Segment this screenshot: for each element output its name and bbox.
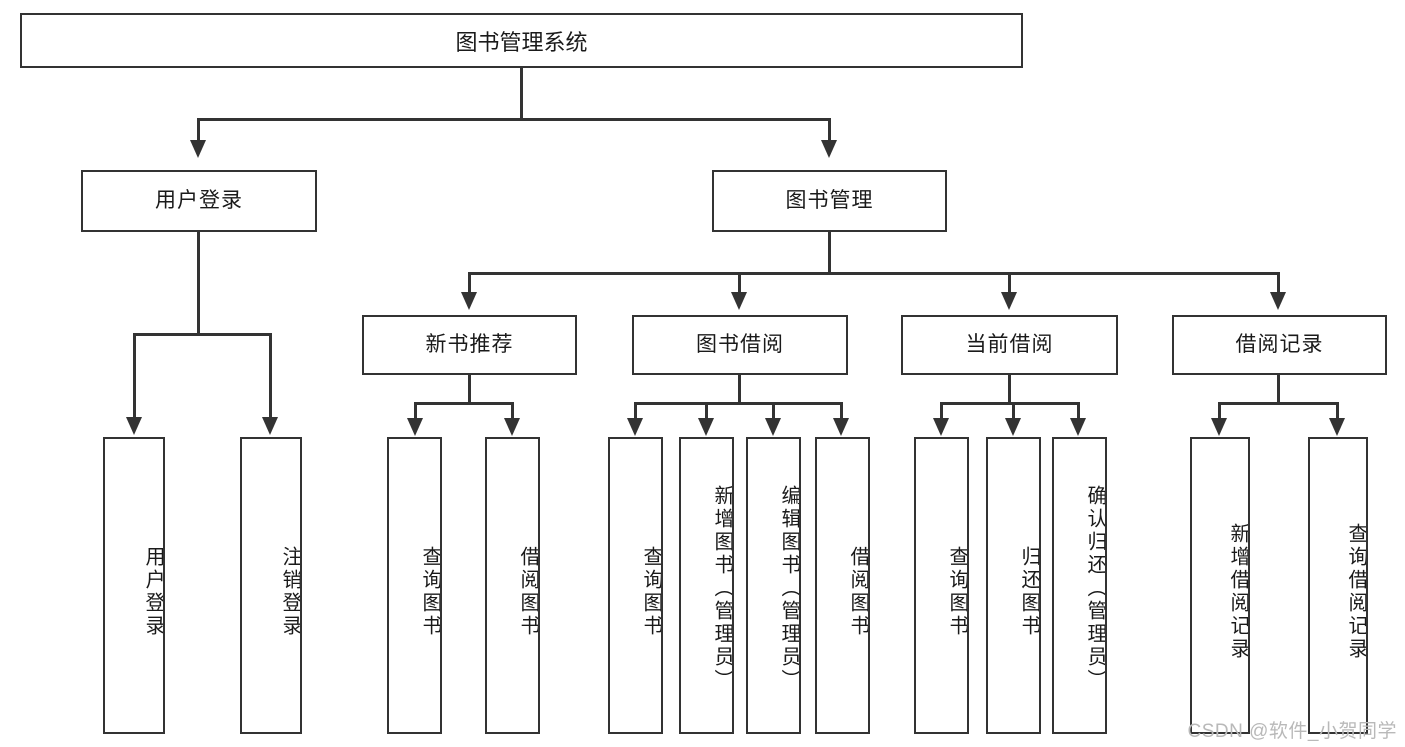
connector-br-stem xyxy=(1277,375,1280,404)
connector-root-bus xyxy=(197,118,831,121)
connector-book-management-stem xyxy=(828,232,831,274)
connector-bb-leaf3 xyxy=(772,402,775,420)
connector-nbr-stem xyxy=(468,375,471,404)
node-label: 查询借阅记录 xyxy=(1345,522,1367,661)
leaf-logout[interactable]: 注销登录 xyxy=(240,437,302,734)
arrow-user-login-leaf1 xyxy=(126,417,142,435)
leaf-query-book-bb[interactable]: 查询图书 xyxy=(608,437,663,734)
leaf-query-book-nbr[interactable]: 查询图书 xyxy=(387,437,442,734)
connector-cb-leaf1 xyxy=(940,402,943,420)
connector-root-to-book-management xyxy=(828,118,831,142)
node-new-book-recommendation[interactable]: 新书推荐 xyxy=(362,315,577,375)
node-label: 归还图书 xyxy=(1018,545,1040,638)
node-label: 借阅记录 xyxy=(1235,333,1324,357)
connector-root-to-user-login xyxy=(197,118,200,142)
arrow-cb-leaf2 xyxy=(1005,418,1021,436)
node-label: 新增图书（管理员） xyxy=(711,485,733,692)
connector-book-management-bus xyxy=(468,272,1279,275)
connector-cb-leaf3 xyxy=(1077,402,1080,420)
connector-bb-leaf1 xyxy=(634,402,637,420)
node-label: 图书借阅 xyxy=(696,333,784,357)
leaf-borrow-book-bb[interactable]: 借阅图书 xyxy=(815,437,870,734)
arrow-bb-leaf1 xyxy=(627,418,643,436)
node-borrow-record[interactable]: 借阅记录 xyxy=(1172,315,1387,375)
leaf-query-book-cb[interactable]: 查询图书 xyxy=(914,437,969,734)
connector-cb-bus xyxy=(940,402,1080,405)
connector-cb-stem xyxy=(1008,375,1011,404)
node-label: 图书管理系统 xyxy=(455,29,588,55)
arrow-bm-to-borrow-record xyxy=(1270,292,1286,310)
leaf-add-borrow-record[interactable]: 新增借阅记录 xyxy=(1190,437,1250,734)
connector-bb-leaf4 xyxy=(840,402,843,420)
connector-nbr-leaf1 xyxy=(414,402,417,420)
connector-bb-leaf2 xyxy=(705,402,708,420)
connector-cb-leaf2 xyxy=(1012,402,1015,420)
connector-bm-to-new-book xyxy=(468,272,471,294)
arrow-nbr-leaf1 xyxy=(407,418,423,436)
node-label: 借阅图书 xyxy=(517,545,539,638)
connector-root-stem xyxy=(520,68,523,120)
arrow-bm-to-current-borrow xyxy=(1001,292,1017,310)
node-label: 当前借阅 xyxy=(965,333,1054,357)
node-current-borrow[interactable]: 当前借阅 xyxy=(901,315,1118,375)
connector-user-login-bus xyxy=(133,333,271,336)
leaf-confirm-return-admin[interactable]: 确认归还（管理员） xyxy=(1052,437,1107,734)
node-label: 借阅图书 xyxy=(847,545,869,638)
node-label: 图书管理 xyxy=(785,189,874,213)
node-label: 用户登录 xyxy=(155,189,243,213)
arrow-bm-to-book-borrow xyxy=(731,292,747,310)
leaf-add-book-admin[interactable]: 新增图书（管理员） xyxy=(679,437,734,734)
arrow-bb-leaf2 xyxy=(698,418,714,436)
arrow-cb-leaf3 xyxy=(1070,418,1086,436)
connector-user-login-leaf1 xyxy=(133,333,136,419)
connector-bm-to-borrow-record xyxy=(1277,272,1280,294)
node-label: 新书推荐 xyxy=(425,333,514,357)
connector-bb-bus xyxy=(634,402,842,405)
arrow-br-leaf2 xyxy=(1329,418,1345,436)
connector-nbr-bus xyxy=(414,402,514,405)
arrow-bm-to-new-book xyxy=(461,292,477,310)
node-book-borrow[interactable]: 图书借阅 xyxy=(632,315,848,375)
arrow-bb-leaf3 xyxy=(765,418,781,436)
connector-user-login-leaf2 xyxy=(269,333,272,419)
leaf-edit-book-admin[interactable]: 编辑图书（管理员） xyxy=(746,437,801,734)
node-label: 注销登录 xyxy=(279,545,301,638)
leaf-query-borrow-record[interactable]: 查询借阅记录 xyxy=(1308,437,1368,734)
node-label: 用户登录 xyxy=(142,545,164,638)
node-label: 查询图书 xyxy=(946,545,968,638)
arrow-nbr-leaf2 xyxy=(504,418,520,436)
node-user-login[interactable]: 用户登录 xyxy=(81,170,317,232)
arrow-root-to-user-login xyxy=(190,140,206,158)
connector-bm-to-current-borrow xyxy=(1008,272,1011,294)
connector-bb-stem xyxy=(738,375,741,404)
node-label: 查询图书 xyxy=(419,545,441,638)
connector-br-leaf1 xyxy=(1218,402,1221,420)
arrow-bb-leaf4 xyxy=(833,418,849,436)
node-label: 查询图书 xyxy=(640,545,662,638)
node-label: 新增借阅记录 xyxy=(1227,522,1249,661)
node-root-book-management-system[interactable]: 图书管理系统 xyxy=(20,13,1023,68)
node-book-management[interactable]: 图书管理 xyxy=(712,170,947,232)
arrow-br-leaf1 xyxy=(1211,418,1227,436)
leaf-borrow-book-nbr[interactable]: 借阅图书 xyxy=(485,437,540,734)
csdn-watermark: CSDN @软件_小贺同学 xyxy=(1187,721,1397,742)
leaf-return-book[interactable]: 归还图书 xyxy=(986,437,1041,734)
node-label: 编辑图书（管理员） xyxy=(778,485,800,692)
leaf-user-login[interactable]: 用户登录 xyxy=(103,437,165,734)
connector-br-bus xyxy=(1218,402,1338,405)
connector-nbr-leaf2 xyxy=(511,402,514,420)
connector-br-leaf2 xyxy=(1336,402,1339,420)
connector-user-login-stem xyxy=(197,232,200,335)
arrow-user-login-leaf2 xyxy=(262,417,278,435)
connector-bm-to-book-borrow xyxy=(738,272,741,294)
arrow-root-to-book-management xyxy=(821,140,837,158)
arrow-cb-leaf1 xyxy=(933,418,949,436)
node-label: 确认归还（管理员） xyxy=(1084,485,1106,692)
